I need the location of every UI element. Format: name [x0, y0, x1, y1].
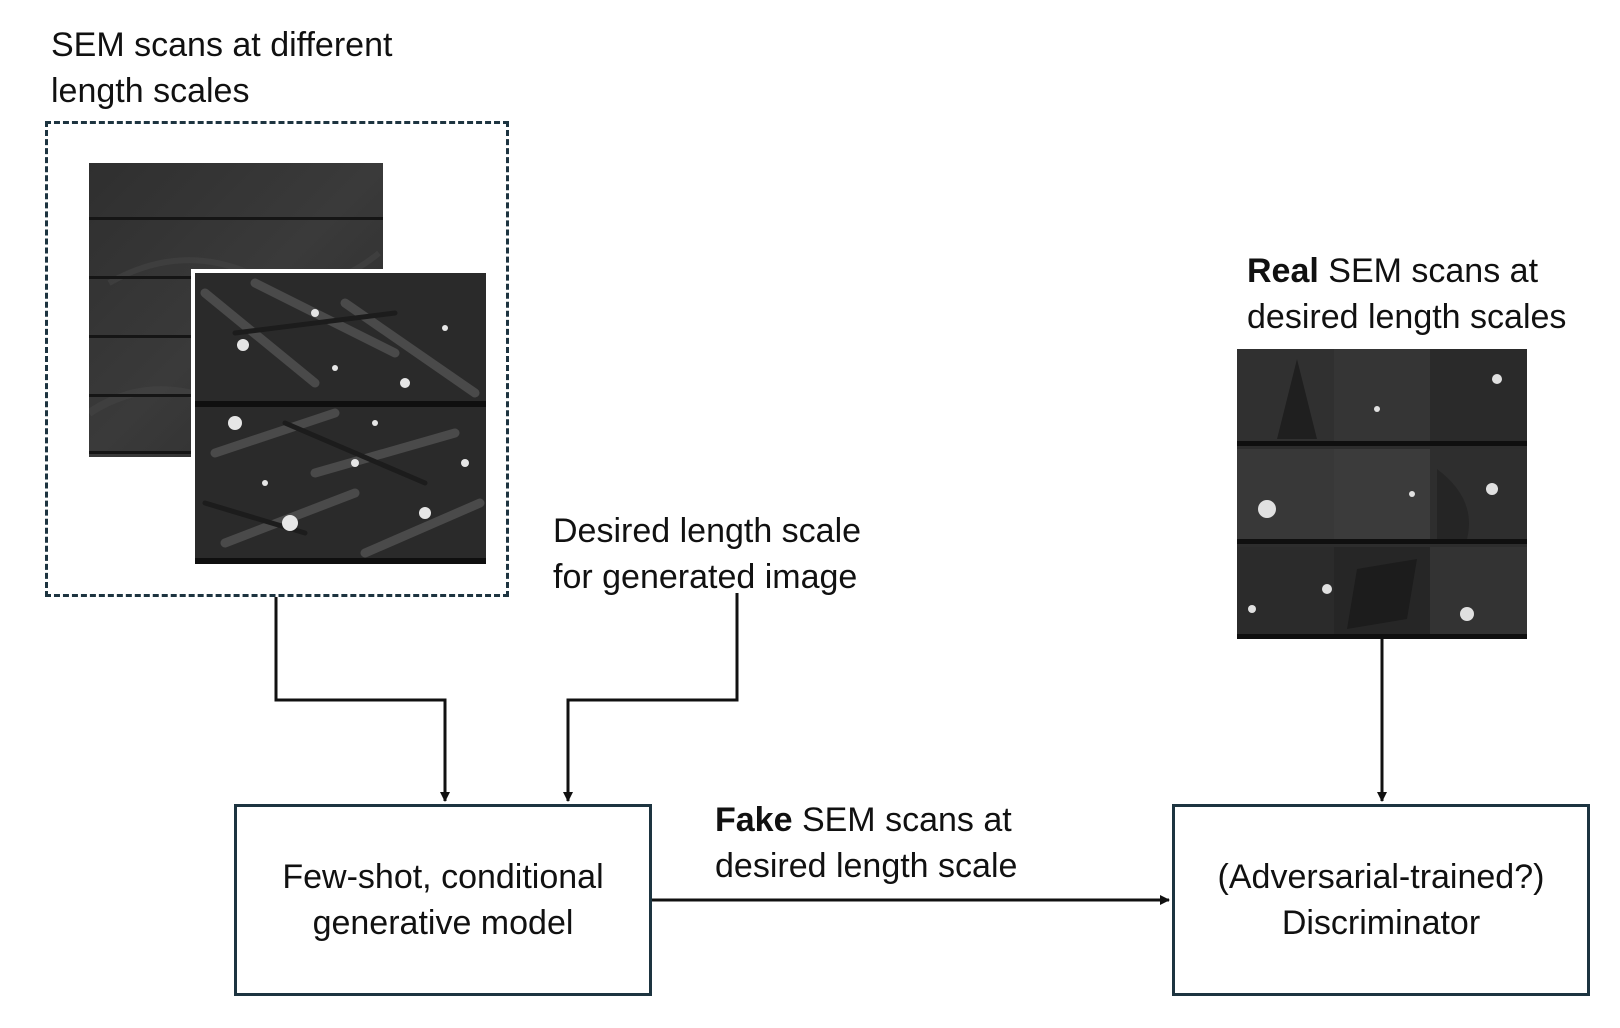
discriminator-box: (Adversarial-trained?) Discriminator: [1172, 804, 1590, 996]
discriminator-line1: (Adversarial-trained?): [1217, 858, 1545, 896]
input-group-label-line2: length scales: [51, 72, 250, 110]
arrow-length-scale-to-generator: [563, 593, 739, 802]
real-sem-scans-image: [1237, 349, 1527, 639]
length-scale-label-line1: Desired length scale: [553, 512, 862, 550]
input-group-label-line1: SEM scans at different: [51, 26, 393, 64]
discriminator-line2: Discriminator: [1281, 904, 1481, 942]
generator-line2: generative model: [312, 904, 574, 942]
input-scans-container: [45, 121, 509, 597]
real-scans-label: Real SEM scans at desired length scales: [1247, 248, 1566, 340]
real-scans-label-bold: Real: [1247, 252, 1319, 290]
generator-box: Few-shot, conditional generative model: [234, 804, 652, 996]
input-group-label: SEM scans at different length scales: [51, 22, 392, 114]
real-scans-label-line2: desired length scales: [1247, 298, 1567, 336]
generator-line1: Few-shot, conditional: [282, 858, 604, 896]
real-scans-label-rest: SEM scans at: [1318, 252, 1539, 290]
length-scale-label: Desired length scale for generated image: [553, 508, 861, 600]
sem-scan-high-magnification: [191, 269, 490, 568]
length-scale-label-line2: for generated image: [553, 558, 858, 596]
fake-scans-label-line2: desired length scale: [715, 847, 1018, 885]
fake-scans-label: Fake SEM scans at desired length scale: [715, 797, 1017, 889]
fake-scans-label-bold: Fake: [715, 801, 793, 839]
arrow-scans-to-generator: [274, 597, 450, 802]
fake-scans-label-rest: SEM scans at: [792, 801, 1012, 839]
